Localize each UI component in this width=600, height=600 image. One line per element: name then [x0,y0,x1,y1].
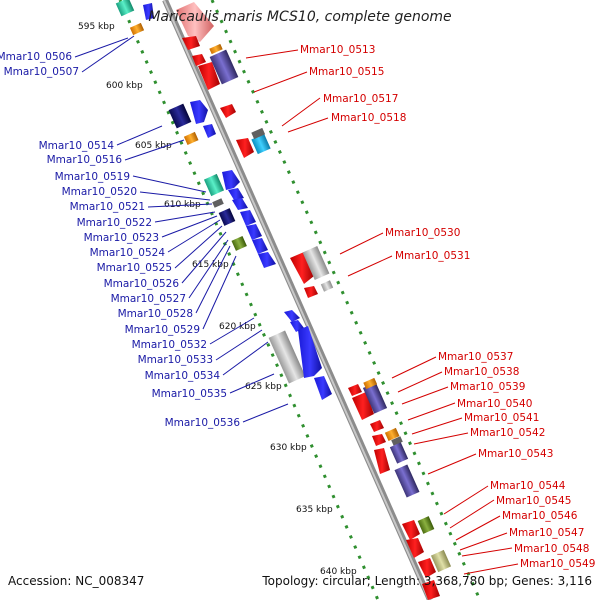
gene-label-left[interactable]: Mmar10_0535 [152,388,227,400]
gene-label-left[interactable]: Mmar10_0524 [90,247,166,259]
gene-label-left[interactable]: Mmar10_0528 [118,308,193,320]
gene-label-right[interactable]: Mmar10_0546 [502,510,578,522]
gene-label-left[interactable]: Mmar10_0516 [47,154,123,166]
gene-label-right[interactable]: Mmar10_0545 [496,495,571,507]
map-title: Maricaulis maris MCS10, complete genome [148,9,452,25]
gene-label-right[interactable]: Mmar10_0517 [323,93,398,105]
scale-label: 625 kbp [245,382,282,392]
genome-info-text: Topology: circular; Length: 3,368,780 bp… [262,574,592,588]
right-leader-lines [245,49,519,575]
gene-label-left[interactable]: Mmar10_0526 [104,278,180,290]
gene-label-right[interactable]: Mmar10_0513 [300,44,375,56]
gene-label-left[interactable]: Mmar10_0521 [70,201,145,213]
gene-label-left[interactable]: Mmar10_0519 [55,171,130,183]
left-strand-genes [115,0,332,400]
gene-label-right[interactable]: Mmar10_0530 [385,227,460,239]
accession-text: Accession: NC_008347 [8,574,145,588]
scale-label: 620 kbp [219,322,256,332]
gene-label-right[interactable]: Mmar10_0547 [509,527,584,539]
scale-label: 630 kbp [270,443,307,453]
gene-label-right[interactable]: Mmar10_0518 [331,112,406,124]
scale-label: 640 kbp [320,567,357,577]
gene-label-right[interactable]: Mmar10_0515 [309,66,384,78]
gene-label-right[interactable]: Mmar10_0543 [478,448,553,460]
left-leader-lines [74,35,289,423]
gene-label-left[interactable]: Mmar10_0522 [77,217,152,229]
right-gene-labels: Mmar10_0513 Mmar10_0515 Mmar10_0517 Mmar… [300,44,595,570]
gene-label-right[interactable]: Mmar10_0544 [490,480,566,492]
gene-label-right[interactable]: Mmar10_0540 [457,398,532,410]
gene-label-left[interactable]: Mmar10_0507 [4,66,79,78]
gene-label-right[interactable]: Mmar10_0537 [438,351,513,363]
gene-label-right[interactable]: Mmar10_0548 [514,543,589,555]
right-strand-genes [176,2,452,600]
scale-label: 635 kbp [296,505,333,515]
gene-label-left[interactable]: Mmar10_0520 [62,186,137,198]
gene-label-left[interactable]: Mmar10_0514 [39,140,115,152]
gene-label-left[interactable]: Mmar10_0527 [111,293,186,305]
gene-label-left[interactable]: Mmar10_0536 [165,417,241,429]
gene-label-left[interactable]: Mmar10_0506 [0,51,72,63]
gene-label-right[interactable]: Mmar10_0538 [444,366,519,378]
gene-label-left[interactable]: Mmar10_0532 [132,339,207,351]
scale-label: 615 kbp [192,260,229,270]
scale-label: 605 kbp [135,141,172,151]
gene-label-left[interactable]: Mmar10_0534 [145,370,221,382]
gene-label-right[interactable]: Mmar10_0531 [395,250,470,262]
gene-label-right[interactable]: Mmar10_0539 [450,381,525,393]
gene-label-left[interactable]: Mmar10_0523 [84,232,159,244]
scale-label: 600 kbp [106,81,143,91]
genome-backbone [162,0,433,600]
gene-label-left[interactable]: Mmar10_0533 [138,354,213,366]
scale-label: 595 kbp [78,22,115,32]
gene-label-left[interactable]: Mmar10_0529 [125,324,200,336]
gene-label-right[interactable]: Mmar10_0541 [464,412,539,424]
left-gene-labels: Mmar10_0506 Mmar10_0507 Mmar10_0514 Mmar… [0,51,240,429]
gene-label-right[interactable]: Mmar10_0549 [520,558,595,570]
gene-label-right[interactable]: Mmar10_0542 [470,427,545,439]
gene-label-left[interactable]: Mmar10_0525 [97,262,172,274]
